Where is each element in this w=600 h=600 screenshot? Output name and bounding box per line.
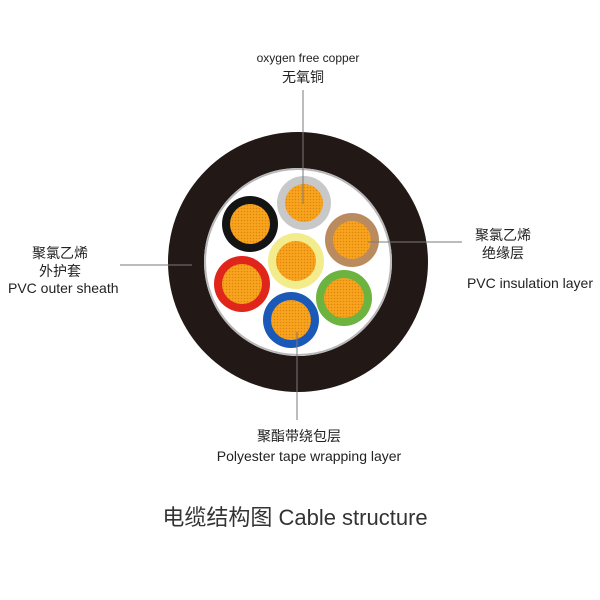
- outer-sheath-label-zh-2: 外护套: [39, 263, 81, 279]
- insulation-label-zh-2: 绝缘层: [482, 245, 524, 261]
- core-copper: [333, 221, 371, 259]
- figure-caption: 电缆结构图 Cable structure: [162, 505, 427, 530]
- outer-sheath-label-zh-1: 聚氯乙烯: [32, 245, 88, 261]
- core-copper: [324, 278, 364, 318]
- insulation-label-en: PVC insulation layer: [467, 275, 593, 291]
- wrapping-layer-ring: [204, 168, 392, 356]
- core-center: [268, 233, 324, 289]
- core-lower-right: [316, 270, 372, 326]
- core-top: [277, 176, 331, 230]
- conductor-label-en: oxygen free copper: [257, 51, 360, 65]
- core-copper: [222, 264, 262, 304]
- insulation-label-zh-1: 聚氯乙烯: [475, 227, 531, 243]
- core-upper-right: [325, 213, 379, 267]
- wrapping-label-zh: 聚酯带绕包层: [257, 428, 341, 444]
- core-copper: [276, 241, 316, 281]
- core-copper: [271, 300, 311, 340]
- conductor-label-zh: 无氧铜: [282, 69, 324, 85]
- core-copper: [285, 184, 323, 222]
- core-lower-left: [214, 256, 270, 312]
- outer-sheath-label-en: PVC outer sheath: [8, 280, 119, 296]
- core-copper: [230, 204, 270, 244]
- wrapping-label-en: Polyester tape wrapping layer: [217, 448, 402, 464]
- core-bottom: [263, 292, 319, 348]
- core-upper-left: [222, 196, 278, 252]
